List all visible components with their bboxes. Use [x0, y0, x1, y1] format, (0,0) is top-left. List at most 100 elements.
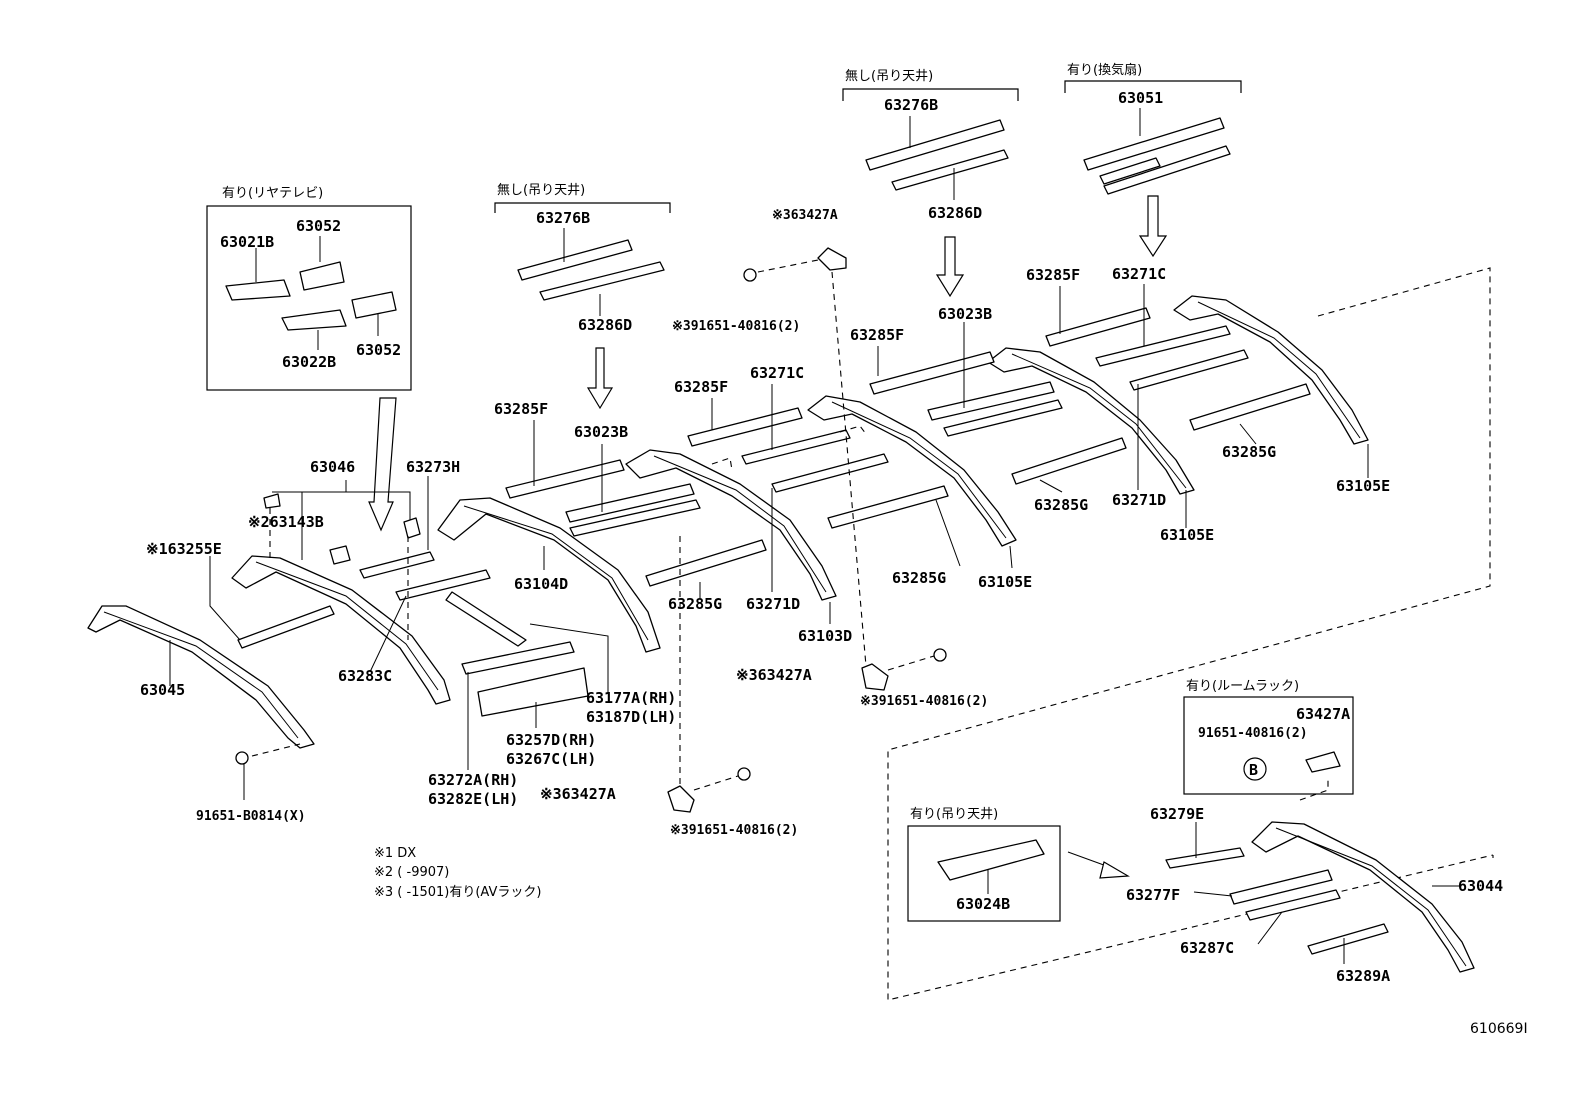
part-label-63021B: 63021B: [220, 233, 274, 251]
part-label-63279E: 63279E: [1150, 805, 1204, 823]
callout-b-circle-icon: [1243, 757, 1267, 781]
bracket-63427A-bot: [667, 785, 695, 813]
part-label-63023B: 63023B: [938, 305, 992, 323]
rail-parts: [225, 117, 1389, 955]
part-label-63285G: 63285G: [892, 569, 946, 587]
part-label-63285G: 63285G: [668, 595, 722, 613]
part-label-63105E: 63105E: [1160, 526, 1214, 544]
bracket-63427A-rack: [1305, 751, 1341, 773]
part-label-63044: 63044: [1458, 877, 1503, 895]
roof-bow-63105E-3: [1173, 295, 1369, 445]
part-label-63255E: ※163255E: [146, 540, 222, 558]
bolt-icon: [235, 751, 249, 765]
part-label-63277F: 63277F: [1126, 886, 1180, 904]
down-arrow-icon: [1138, 195, 1168, 258]
rear-tv-inset-frame: [206, 205, 412, 391]
part-label-63285F: 63285F: [494, 400, 548, 418]
part-label-63257D-RH: 63257D(RH): [506, 731, 596, 749]
roof-bow-63255E: [231, 555, 451, 705]
footnote-3: ※3 ( -1501)有り(AVラック): [374, 885, 541, 900]
roof-bow-63045: [87, 605, 315, 749]
part-label-63276B: 63276B: [536, 209, 590, 227]
part-label-63103D: 63103D: [798, 627, 852, 645]
part-label-63267C-LH: 63267C(LH): [506, 750, 596, 768]
part-label-63289A: 63289A: [1336, 967, 1390, 985]
bolt-icon: [737, 767, 751, 781]
hanging-ceiling-none-header-1: 無し(吊り天井): [497, 183, 585, 198]
part-label-63286D: 63286D: [578, 316, 632, 334]
part-label-63273H: 63273H: [406, 458, 460, 476]
part-label-63427A: 63427A: [1296, 705, 1350, 723]
roof-bow-63044: [1251, 821, 1475, 973]
part-label-63105E: 63105E: [978, 573, 1032, 591]
hanging-ceiling-none-header-2: 無し(吊り天井): [845, 69, 933, 84]
part-label-63051: 63051: [1118, 89, 1163, 107]
part-label-63285G: 63285G: [1034, 496, 1088, 514]
bracket-hanging-ceiling-2: [842, 88, 1019, 101]
down-arrow-icon: [935, 236, 965, 298]
part-label-63022B: 63022B: [282, 353, 336, 371]
footnote-2: ※2 ( -9907): [374, 865, 449, 880]
room-rack-header: 有り(ルームラック): [1186, 679, 1299, 694]
part-label-63427A: ※363427A: [540, 785, 616, 803]
part-label-63283C: 63283C: [338, 667, 392, 685]
leader-lines: [169, 108, 1460, 964]
part-label-63285F: 63285F: [850, 326, 904, 344]
part-label-63024B: 63024B: [956, 895, 1010, 913]
part-label-63427A: ※363427A: [772, 208, 838, 223]
part-label-63177A-RH: 63177A(RH): [586, 689, 676, 707]
part-label-63427A: ※363427A: [736, 666, 812, 684]
part-label-391651-40816: ※391651-40816(2): [672, 319, 800, 334]
roof-bow-63104D: [437, 497, 661, 653]
down-arrow-icon: [586, 347, 614, 410]
right-arrow-icon: [1099, 861, 1130, 879]
part-label-63187D-LH: 63187D(LH): [586, 708, 676, 726]
bolt-icon: [933, 648, 947, 662]
room-rack-inset-frame: [1183, 696, 1354, 795]
bracket-hanging-ceiling-1: [494, 202, 671, 213]
part-label-63271D: 63271D: [1112, 491, 1166, 509]
part-label-63271C: 63271C: [750, 364, 804, 382]
dashed-guides: [251, 259, 1329, 801]
part-label-63285F: 63285F: [674, 378, 728, 396]
footnote-1: ※1 DX: [374, 846, 416, 861]
part-label-63287C: 63287C: [1180, 939, 1234, 957]
dashed-enclosure: [887, 267, 1494, 1001]
roof-bow-63105E-2: [987, 347, 1195, 495]
part-label-63276B: 63276B: [884, 96, 938, 114]
hanging-ceiling-yes-inset-frame: [907, 825, 1061, 922]
part-label-391651-40816: ※391651-40816(2): [860, 694, 988, 709]
part-label-63105E: 63105E: [1336, 477, 1390, 495]
part-label-63052: 63052: [296, 217, 341, 235]
part-label-63052: 63052: [356, 341, 401, 359]
part-label-63271D: 63271D: [746, 595, 800, 613]
bracket-63427A-top: [817, 247, 847, 271]
part-label-63285G: 63285G: [1222, 443, 1276, 461]
down-arrow-icon: [368, 397, 397, 532]
bracket-63427A-mid: [861, 663, 889, 691]
bolt-and-bracket-parts: [235, 247, 1341, 813]
part-label-63272A-RH: 63272A(RH): [428, 771, 518, 789]
part-label-63045: 63045: [140, 681, 185, 699]
vent-fan-header: 有り(換気扇): [1067, 62, 1142, 78]
rear-tv-header: 有り(リヤテレビ): [222, 186, 323, 201]
callout-b-label: B: [1249, 761, 1258, 779]
bolt-icon: [743, 268, 757, 282]
part-label-63046: 63046: [310, 458, 355, 476]
hanging-ceiling-yes-header: 有り(吊り天井): [910, 807, 998, 822]
part-label-391651-40816: ※391651-40816(2): [670, 823, 798, 838]
part-label-63023B: 63023B: [574, 423, 628, 441]
part-label-63143B: ※263143B: [248, 513, 324, 531]
part-label-91651-40816: 91651-40816(2): [1198, 726, 1308, 741]
roof-bow-63105E-1: [807, 395, 1017, 547]
part-label-63282E-LH: 63282E(LH): [428, 790, 518, 808]
roof-bow-63103D: [625, 449, 837, 601]
drawing-code: 610669I: [1470, 1021, 1528, 1037]
part-label-91651-B0814: 91651-B0814(X): [196, 809, 306, 824]
part-label-63271C: 63271C: [1112, 265, 1166, 283]
part-label-63104D: 63104D: [514, 575, 568, 593]
bracket-vent-fan: [1064, 80, 1242, 93]
part-label-63286D: 63286D: [928, 204, 982, 222]
